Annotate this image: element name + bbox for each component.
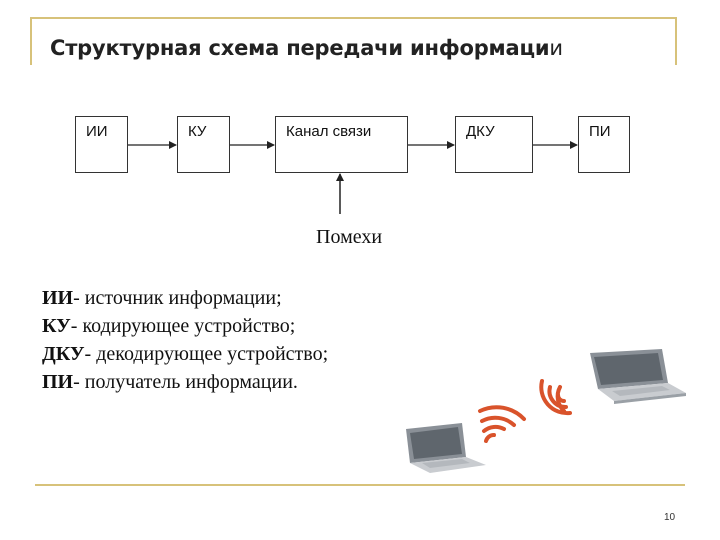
slide-title-last-letter: и bbox=[549, 36, 563, 60]
legend-text: - получатель информации. bbox=[73, 371, 298, 393]
block-encoder: КУ bbox=[177, 116, 230, 173]
block-channel-label: Канал связи bbox=[286, 123, 372, 140]
legend-abbr: ДКУ bbox=[42, 343, 85, 365]
slide-title-main: Структурная схема передачи информаци bbox=[50, 36, 550, 60]
block-receiver-label: ПИ bbox=[589, 123, 611, 140]
frame-top-line bbox=[30, 17, 675, 19]
laptop-icon bbox=[406, 423, 486, 473]
page-number: 10 bbox=[664, 512, 676, 523]
footer-line bbox=[35, 484, 685, 486]
noise-label: Помехи bbox=[316, 226, 383, 248]
block-source-label: ИИ bbox=[86, 123, 108, 140]
wireless-signal-icon bbox=[539, 379, 572, 416]
block-decoder-label: ДКУ bbox=[466, 123, 495, 140]
block-channel: Канал связи bbox=[275, 116, 408, 173]
legend-text: - источник информации; bbox=[73, 287, 282, 309]
frame-left-line bbox=[30, 17, 32, 65]
legend-abbr: КУ bbox=[42, 315, 71, 337]
slide-title: Структурная схема передачи информации bbox=[50, 36, 563, 60]
laptop-icon bbox=[590, 349, 686, 404]
legend-text: - кодирующее устройство; bbox=[70, 315, 296, 337]
block-encoder-label: КУ bbox=[188, 123, 207, 140]
legend-text: - декодирующее устройство; bbox=[84, 343, 329, 365]
legend-item: ДКУ- декодирующее устройство; bbox=[42, 340, 328, 368]
wireless-laptops-illustration bbox=[400, 345, 696, 475]
legend: ИИ- источник информации; КУ- кодирующее … bbox=[42, 284, 328, 396]
legend-abbr: ИИ bbox=[42, 287, 74, 309]
block-receiver: ПИ bbox=[578, 116, 630, 173]
legend-item: КУ- кодирующее устройство; bbox=[42, 312, 328, 340]
block-decoder: ДКУ bbox=[455, 116, 533, 173]
wireless-signal-icon bbox=[478, 405, 526, 443]
legend-abbr: ПИ bbox=[42, 371, 74, 393]
block-source: ИИ bbox=[75, 116, 128, 173]
legend-item: ПИ- получатель информации. bbox=[42, 368, 328, 396]
frame-right-line bbox=[675, 17, 677, 65]
legend-item: ИИ- источник информации; bbox=[42, 284, 328, 312]
